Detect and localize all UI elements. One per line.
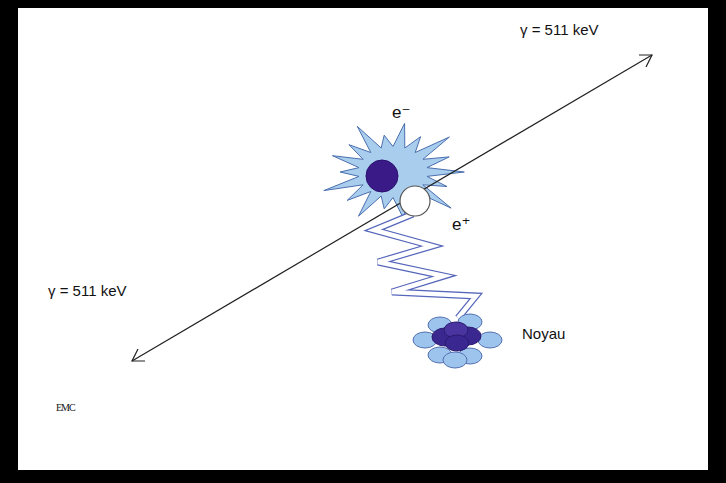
nucleus-label: Noyau — [522, 326, 565, 343]
positron-path — [374, 214, 476, 318]
logo-text: EMC — [56, 402, 75, 413]
nucleus — [413, 314, 502, 368]
positron-label: e⁺ — [452, 216, 470, 235]
positron-path — [374, 214, 476, 318]
annihilation-burst — [324, 123, 465, 220]
electron — [366, 160, 398, 192]
gamma-ray-line — [132, 55, 652, 361]
positron — [400, 186, 430, 216]
electron-label: e⁻ — [392, 104, 410, 123]
gamma-energy-label: γ = 511 keV — [48, 283, 127, 300]
gamma-energy-label: γ = 511 keV — [520, 22, 599, 39]
arrow-head — [132, 349, 145, 361]
arrow-head — [639, 55, 652, 67]
background-panel — [18, 8, 708, 470]
